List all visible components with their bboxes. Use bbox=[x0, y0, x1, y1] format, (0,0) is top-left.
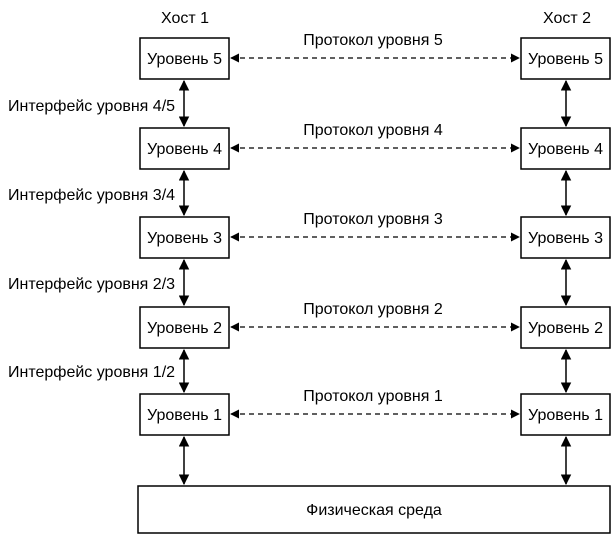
protocol-3-label: Протокол уровня 3 bbox=[303, 211, 443, 228]
host-2-layer-5-label: Уровень 5 bbox=[528, 51, 603, 68]
host-1-layer-2-box bbox=[139, 306, 230, 349]
interface-2-3-label: Интерфейс уровня 2/3 bbox=[8, 276, 175, 293]
host-2-layer-1-label: Уровень 1 bbox=[528, 407, 603, 424]
host-2-layer-2-box bbox=[520, 306, 611, 349]
protocol-2-label: Протокол уровня 2 bbox=[303, 301, 443, 318]
host-1-layer-5-label: Уровень 5 bbox=[147, 51, 222, 68]
host-1-layer-5-box bbox=[139, 37, 230, 80]
physical-medium-label: Физическая среда bbox=[306, 502, 442, 519]
layer-3-row: Уровень 3 Уровень 3 Протокол уровня 3 bbox=[139, 211, 611, 259]
layer-4-row: Уровень 4 Уровень 4 Протокол уровня 4 bbox=[139, 122, 611, 170]
host-1-layer-4-label: Уровень 4 bbox=[147, 141, 222, 158]
interface-1-2-label: Интерфейс уровня 1/2 bbox=[8, 364, 175, 381]
interface-3-4-label: Интерфейс уровня 3/4 bbox=[8, 187, 175, 204]
protocol-5-label: Протокол уровня 5 bbox=[303, 32, 443, 49]
host-2-layer-4-box bbox=[520, 127, 611, 170]
host-2-layer-3-label: Уровень 3 bbox=[528, 230, 603, 247]
host-2-title: Хост 2 bbox=[543, 10, 591, 27]
interface-4-5-label: Интерфейс уровня 4/5 bbox=[8, 98, 175, 115]
host-2-layer-5-box bbox=[520, 37, 611, 80]
layer-5-row: Уровень 5 Уровень 5 Протокол уровня 5 bbox=[139, 32, 611, 80]
host-2-layer-4-label: Уровень 4 bbox=[528, 141, 603, 158]
protocol-1-label: Протокол уровня 1 bbox=[303, 388, 443, 405]
layer-1-row: Уровень 1 Уровень 1 Протокол уровня 1 bbox=[139, 388, 611, 436]
host-1-layer-3-box bbox=[139, 216, 230, 259]
host-2-layer-1-box bbox=[520, 393, 611, 436]
host-2-layer-2-label: Уровень 2 bbox=[528, 320, 603, 337]
layer-2-row: Уровень 2 Уровень 2 Протокол уровня 2 bbox=[139, 301, 611, 349]
protocol-4-label: Протокол уровня 4 bbox=[303, 122, 443, 139]
host-1-layer-1-box bbox=[139, 393, 230, 436]
physical-medium-box bbox=[137, 485, 611, 534]
host-1-layer-2-label: Уровень 2 bbox=[147, 320, 222, 337]
host-1-title: Хост 1 bbox=[161, 10, 209, 27]
host-1-layer-1-label: Уровень 1 bbox=[147, 407, 222, 424]
host-1-layer-4-box bbox=[139, 127, 230, 170]
host-1-layer-3-label: Уровень 3 bbox=[147, 230, 222, 247]
host-2-layer-3-box bbox=[520, 216, 611, 259]
